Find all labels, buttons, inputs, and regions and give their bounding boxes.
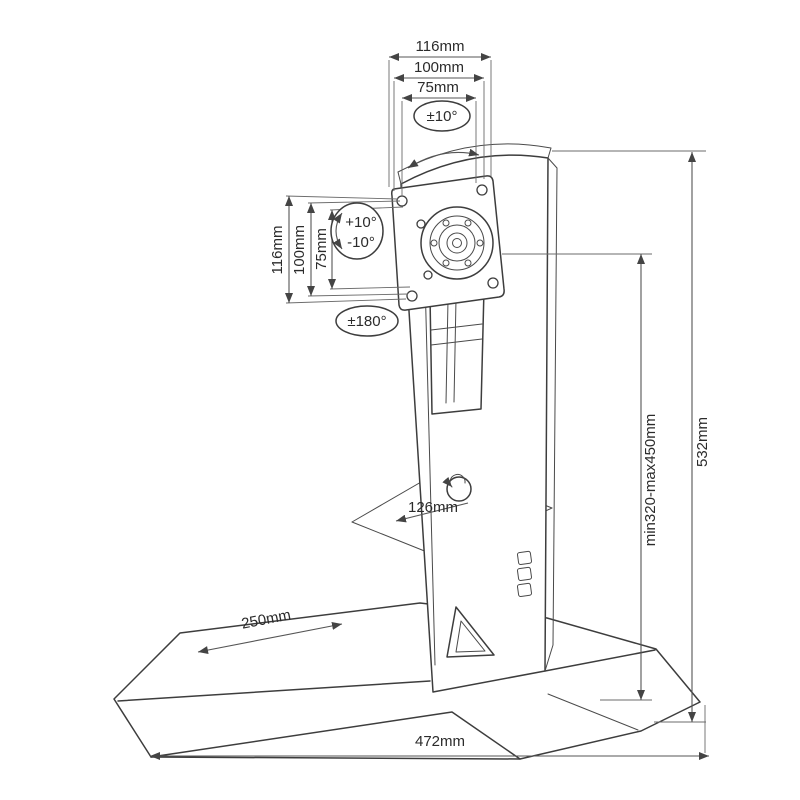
label-swivel-down: -10°	[347, 234, 375, 251]
label-left-116: 116mm	[269, 226, 286, 275]
lift-bracket	[429, 288, 485, 415]
label-base-width: 472mm	[415, 733, 465, 750]
column-side-face	[544, 157, 558, 672]
vesa-plate	[391, 175, 505, 311]
swivel-arc-arrow-icon	[333, 212, 343, 250]
base-right-leg-inner-edge	[544, 649, 656, 672]
hub-bolt-3	[442, 259, 450, 267]
label-swivel-up: +10°	[345, 214, 376, 231]
swivel-hub-center	[452, 238, 462, 248]
label-left-75: 75mm	[313, 228, 330, 270]
ext-lines-100-top	[393, 81, 485, 191]
label-rotation-range: ±180°	[347, 313, 386, 330]
base-triangle-cutout-inner	[455, 620, 486, 653]
dim-leader-126	[395, 502, 469, 523]
base-front-edges	[150, 711, 521, 760]
label-top-100: 100mm	[414, 59, 464, 76]
vesa-hole-100-bl	[406, 290, 418, 302]
base-right-leg-bottom-edge	[547, 693, 639, 731]
vesa-hole-100-tr	[476, 184, 488, 196]
ext-lines-116-left	[285, 195, 407, 304]
hub-bolt-4	[430, 239, 438, 247]
swivel-hub-outer-ring	[420, 206, 494, 280]
rotation-range-badge	[335, 305, 399, 337]
ext-lines-532	[552, 150, 706, 723]
tilt-arc-arrow-icon	[407, 148, 480, 169]
column-left-chamfer-line	[423, 239, 436, 666]
tilt-range-badge	[413, 100, 471, 132]
hub-bolt-2	[464, 259, 472, 267]
ext-lines-116-top	[388, 60, 492, 187]
label-top-75: 75mm	[417, 79, 459, 96]
base-outline	[113, 602, 701, 760]
swivel-hub-ring-4	[446, 232, 468, 254]
ext-lines-100-left	[307, 200, 409, 297]
stand-base	[113, 602, 701, 760]
vesa-hole-100-br	[487, 277, 499, 289]
swivel-range-badge	[330, 202, 384, 260]
knob-rotation-arrow-icon	[442, 473, 466, 488]
hub-bolt-5	[442, 219, 450, 227]
label-height-range: min320-max450mm	[642, 414, 659, 547]
label-top-116: 116mm	[416, 38, 465, 55]
vesa-hole-75-bl	[423, 270, 433, 280]
label-total-height: 532mm	[694, 417, 711, 467]
vesa-hole-75-tl	[416, 219, 426, 229]
ext-lines-75-top	[401, 101, 477, 196]
swivel-hub-ring-2	[429, 215, 485, 271]
base-triangle-cutout-outer	[446, 606, 495, 658]
hub-bolt-1	[476, 239, 484, 247]
swivel-hub-ring-3	[438, 224, 476, 262]
lift-bracket-slot	[445, 298, 457, 404]
label-left-100: 100mm	[291, 225, 308, 275]
column-cap-left-edge	[397, 171, 402, 185]
dim-line-250	[197, 621, 343, 655]
base-left-leg-inner-edge	[117, 680, 431, 702]
cable-clip-2	[516, 566, 533, 582]
dimension-annotations: 116mm 100mm 75mm ±10° 116mm 100mm 75mm +…	[150, 38, 711, 760]
ext-lines-height-range	[502, 253, 652, 701]
hub-bolt-6	[464, 219, 472, 227]
label-plate-depth: 126mm	[408, 499, 458, 516]
cable-clip-1	[516, 550, 533, 566]
lift-bracket-ribs	[430, 323, 483, 346]
label-tilt-range: ±10°	[427, 108, 458, 125]
cable-clip-3	[516, 582, 533, 598]
